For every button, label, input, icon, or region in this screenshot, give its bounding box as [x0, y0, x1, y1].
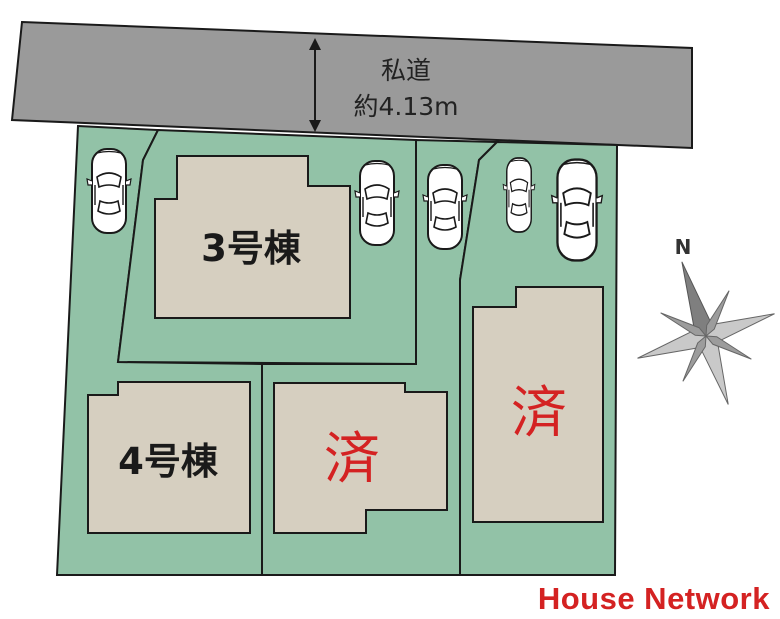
compass-north-label: N [675, 235, 692, 259]
building-middle [273, 382, 448, 534]
brand-logo-text: House Network [537, 581, 770, 616]
building-3 [154, 155, 351, 319]
car-1 [86, 148, 132, 234]
car-3 [422, 164, 468, 250]
buildings [87, 155, 604, 534]
private-road [10, 20, 693, 150]
building-4 [87, 381, 251, 534]
sold-mark-right: 済 [511, 381, 567, 446]
car-5 [550, 158, 604, 262]
road-width: 約4.13m [353, 92, 458, 121]
car-4 [502, 157, 536, 233]
compass [637, 261, 775, 405]
road-dimension [309, 38, 321, 132]
car-2 [354, 160, 400, 246]
building-4-label: 4号棟 [118, 440, 219, 483]
building-right [472, 286, 604, 523]
road-name: 私道 [381, 56, 431, 85]
sold-mark-middle: 済 [324, 427, 380, 492]
building-3-label: 3号棟 [201, 227, 302, 270]
